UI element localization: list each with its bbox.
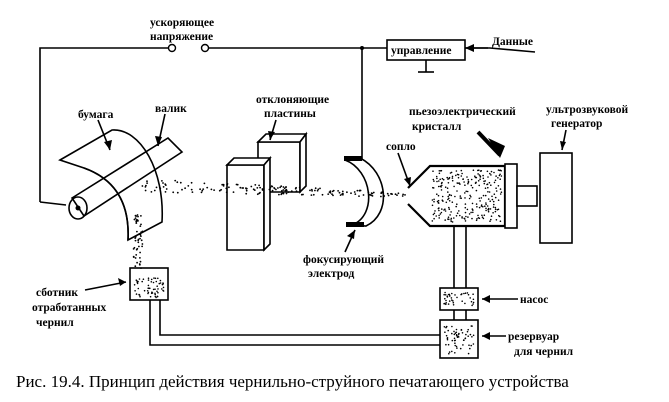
paper-and-roller — [58, 129, 184, 242]
roller-label: валик — [155, 103, 187, 115]
data-label: Данные — [492, 36, 533, 48]
ultrasound-label-2: генератор — [551, 118, 602, 130]
pump-box — [439, 287, 479, 311]
paper-label: бумага — [78, 109, 114, 121]
control-label: управление — [391, 45, 452, 57]
collector-label-3: чернил — [36, 317, 74, 329]
pump-label: насос — [520, 294, 548, 306]
figure-caption: Рис. 19.4. Принцип действия чернильно-ст… — [16, 372, 569, 391]
piezo-label-1: пьезоэлектрический — [409, 106, 516, 118]
ink-tubes — [129, 226, 479, 359]
deflecting-plates — [225, 131, 308, 252]
focus-label-2: электрод — [308, 268, 355, 280]
nozzle-chamber — [407, 152, 573, 244]
accel-voltage-label-1: ускоряющее — [150, 17, 214, 29]
roller-end — [68, 196, 88, 220]
focus-label-1: фокусирующий — [303, 254, 384, 266]
ultrasonic-generator-box — [539, 152, 573, 244]
roller-body — [70, 136, 184, 218]
voltage-circuit — [39, 43, 387, 206]
piezo-label-2: кристалл — [412, 121, 462, 133]
collector-label-2: отработанных — [32, 302, 107, 314]
ink-stream — [132, 169, 503, 355]
reservoir-label-1: резервуар — [508, 331, 559, 343]
focusing-electrode — [344, 156, 385, 227]
reservoir-label-2: для чернил — [514, 346, 574, 358]
deflect-label-1: отклоняющие — [256, 94, 329, 106]
collector-label-1: сботник — [36, 287, 78, 299]
deflect-label-2: пластины — [264, 108, 316, 120]
nozzle-label: сопло — [386, 141, 416, 153]
accel-voltage-label-2: напряжение — [150, 31, 213, 43]
ultrasound-label-1: ультрозвуковой — [546, 104, 629, 116]
